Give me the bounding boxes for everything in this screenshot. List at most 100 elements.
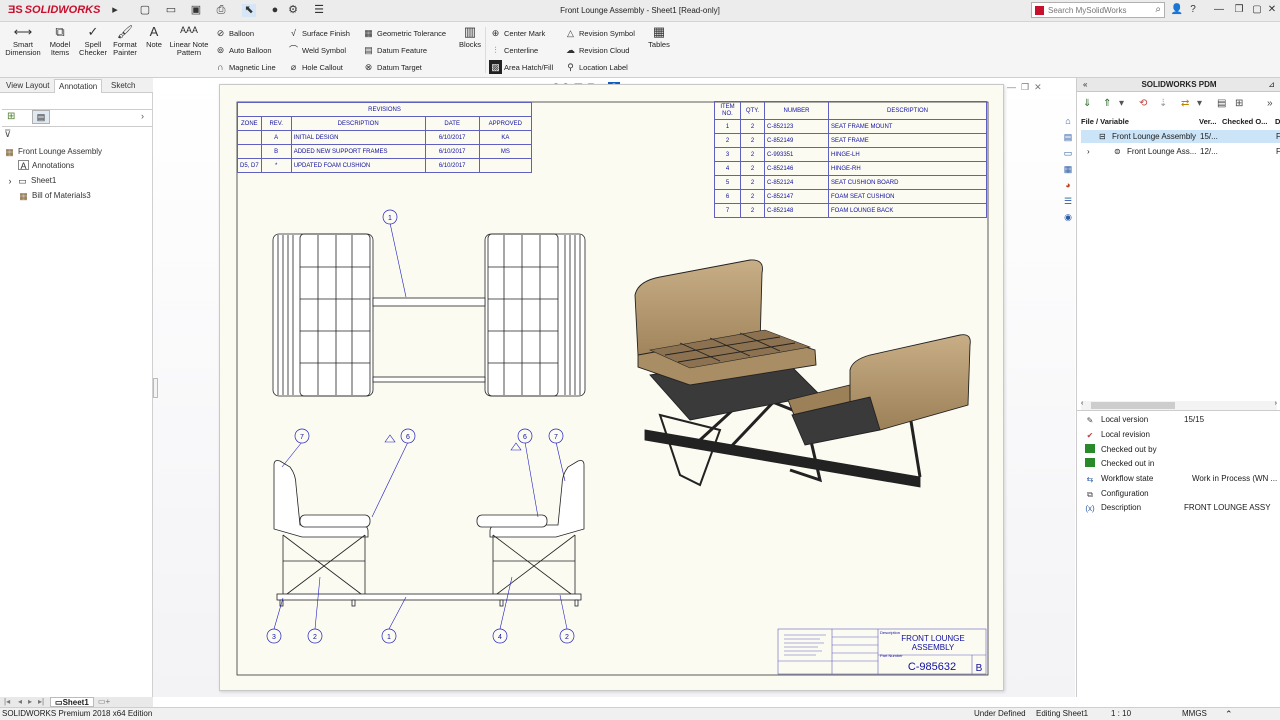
change-state-icon[interactable]: ⇄ bbox=[1181, 98, 1190, 109]
select-cursor-icon[interactable]: ⬉ bbox=[242, 4, 256, 17]
blocks-button[interactable]: ▥Blocks bbox=[458, 24, 482, 49]
model-items-button[interactable]: ⧉Model Items bbox=[45, 25, 75, 57]
rebuild-icon[interactable]: ● bbox=[271, 4, 279, 16]
pdm-variable-row[interactable]: Checked out in bbox=[1085, 457, 1154, 471]
feature-manager-icon[interactable]: ⊞ bbox=[7, 111, 16, 122]
pdm-file-row[interactable]: ⊟ Front Lounge Assembly 15/... F bbox=[1081, 130, 1280, 143]
print-icon[interactable]: ⎙ bbox=[216, 4, 226, 16]
drawing-sheet[interactable]: 1 7 6 6 7 3 2 1 4 2 Description Part Num… bbox=[219, 84, 1004, 691]
hole-callout-button[interactable]: ⌀Hole Callout bbox=[287, 60, 343, 74]
weld-symbol-button[interactable]: ⌒Weld Symbol bbox=[288, 45, 347, 55]
tab-annotation[interactable]: Annotation bbox=[54, 79, 103, 93]
pdm-vault-icon[interactable]: ◉ bbox=[1064, 212, 1072, 222]
next-sheet-icon[interactable]: ▸ bbox=[28, 697, 33, 706]
tab-sketch[interactable]: Sketch bbox=[111, 81, 136, 90]
pin-icon[interactable]: ⊿ bbox=[1268, 80, 1275, 89]
revision-cloud-button[interactable]: ☁Revision Cloud bbox=[566, 45, 630, 55]
tree-expand-icon[interactable]: › bbox=[141, 111, 144, 121]
help-icon[interactable]: ? bbox=[1190, 4, 1196, 15]
datum-target-button[interactable]: ⊗Datum Target bbox=[362, 60, 422, 74]
add-sheet-icon[interactable]: ▭+ bbox=[98, 697, 111, 706]
surface-finish-button[interactable]: √Surface Finish bbox=[287, 26, 350, 40]
pdm-variable-row[interactable]: ⧉Configuration bbox=[1085, 487, 1148, 501]
collapse-pane-icon[interactable]: « bbox=[1083, 80, 1088, 89]
dropdown-icon[interactable]: ▾ bbox=[1119, 98, 1125, 109]
user-icon[interactable]: 👤 bbox=[1170, 4, 1184, 15]
tables-button[interactable]: ▦Tables bbox=[646, 25, 672, 49]
properties-icon[interactable]: ▤ bbox=[1217, 98, 1227, 109]
status-units[interactable]: MMGS bbox=[1182, 709, 1207, 718]
format-painter-button[interactable]: 🖌Format Painter bbox=[110, 25, 140, 57]
revision-symbol-button[interactable]: △Revision Symbol bbox=[564, 26, 635, 40]
check-out-icon[interactable]: ⇑ bbox=[1103, 98, 1112, 109]
custom-properties-icon[interactable]: ☰ bbox=[1063, 196, 1073, 206]
more-icon[interactable]: » bbox=[1267, 98, 1273, 109]
design-library-icon[interactable]: ▤ bbox=[1063, 132, 1073, 142]
tree-view-icon[interactable]: ⊞ bbox=[1235, 98, 1244, 109]
previous-sheet-icon[interactable]: ◂ bbox=[18, 697, 23, 706]
balloon-button[interactable]: ⊘Balloon bbox=[214, 26, 254, 40]
location-label-button[interactable]: ⚲Location Label bbox=[564, 60, 628, 74]
new-document-icon[interactable]: ▢ bbox=[139, 4, 151, 16]
panel-collapse-handle[interactable] bbox=[153, 378, 158, 398]
pdm-file-row[interactable]: › ⊜ Front Lounge Ass... 12/... F bbox=[1087, 147, 1280, 156]
column-file-variable[interactable]: File / Variable bbox=[1081, 117, 1129, 126]
column-version[interactable]: Ver... bbox=[1199, 117, 1217, 126]
magnetic-line-button[interactable]: ∩Magnetic Line bbox=[214, 60, 275, 74]
open-folder-icon[interactable]: ▭ bbox=[165, 4, 177, 16]
tab-view-layout[interactable]: View Layout bbox=[6, 81, 50, 90]
viewport-close-icon[interactable]: ✕ bbox=[1034, 82, 1042, 92]
first-sheet-icon[interactable]: |◂ bbox=[4, 697, 11, 706]
tree-item-sheet[interactable]: ›▭Sheet1 bbox=[6, 174, 57, 187]
pdm-variable-row[interactable]: ✔Local revision bbox=[1086, 430, 1150, 440]
datum-feature-button[interactable]: ▤Datum Feature bbox=[362, 43, 427, 57]
check-in-icon[interactable]: ⇓ bbox=[1083, 98, 1092, 109]
search-box[interactable]: ⌕ bbox=[1031, 2, 1165, 18]
property-manager-icon[interactable]: ▤ bbox=[32, 110, 50, 124]
auto-balloon-button[interactable]: ⊚Auto Balloon bbox=[214, 43, 272, 57]
filter-icon[interactable]: ⊽ bbox=[4, 129, 12, 140]
menu-expand-icon[interactable]: ▸ bbox=[112, 4, 118, 16]
column-checked-out[interactable]: Checked O... bbox=[1222, 117, 1268, 126]
viewport-restore-icon[interactable]: ❐ bbox=[1021, 82, 1030, 92]
geometric-tolerance-button[interactable]: ▦Geometric Tolerance bbox=[362, 26, 446, 40]
revisions-table[interactable]: REVISIONS ZONE REV. DESCRIPTION DATE APP… bbox=[237, 102, 533, 173]
spell-checker-button[interactable]: ✓Spell Checker bbox=[77, 25, 109, 57]
minimize-icon[interactable]: — bbox=[1214, 4, 1224, 15]
last-sheet-icon[interactable]: ▸| bbox=[38, 697, 45, 706]
appearances-icon[interactable]: ◕ bbox=[1065, 180, 1071, 190]
column-d[interactable]: D bbox=[1275, 117, 1280, 126]
chevron-up-icon[interactable]: ⌃ bbox=[1225, 709, 1233, 719]
horizontal-scrollbar[interactable]: ‹› bbox=[1081, 400, 1277, 410]
centerline-button[interactable]: ⫶Centerline bbox=[489, 43, 538, 57]
search-icon[interactable]: ⌕ bbox=[1155, 4, 1161, 15]
sheet-tab[interactable]: ▭Sheet1 bbox=[50, 697, 94, 707]
undo-check-out-icon[interactable]: ⟲ bbox=[1139, 98, 1148, 109]
restore-icon[interactable]: ❐ bbox=[1234, 4, 1244, 15]
smart-dimension-button[interactable]: ⟷Smart Dimension bbox=[3, 25, 43, 57]
center-mark-button[interactable]: ⊕Center Mark bbox=[489, 26, 546, 40]
view-palette-icon[interactable]: ▦ bbox=[1063, 164, 1073, 174]
search-input[interactable] bbox=[1048, 5, 1148, 16]
tree-item-root[interactable]: ▦Front Lounge Assembly bbox=[5, 147, 103, 157]
maximize-icon[interactable]: ▢ bbox=[1252, 4, 1262, 15]
viewport-minimize-icon[interactable]: — bbox=[1007, 82, 1016, 92]
dropdown-icon[interactable]: ▾ bbox=[1197, 98, 1203, 109]
close-icon[interactable]: ✕ bbox=[1267, 4, 1277, 15]
pdm-variable-row[interactable]: Checked out by bbox=[1085, 443, 1157, 457]
home-icon[interactable]: ⌂ bbox=[1065, 116, 1071, 126]
toolbar-list-icon[interactable]: ☰ bbox=[314, 4, 324, 16]
get-latest-icon[interactable]: ⇣ bbox=[1159, 98, 1168, 109]
save-icon[interactable]: ▣ bbox=[190, 4, 202, 16]
status-scale[interactable]: 1 : 10 bbox=[1111, 709, 1132, 718]
file-explorer-icon[interactable]: ▭ bbox=[1063, 148, 1073, 158]
options-gear-icon[interactable]: ⚙ bbox=[288, 4, 298, 16]
